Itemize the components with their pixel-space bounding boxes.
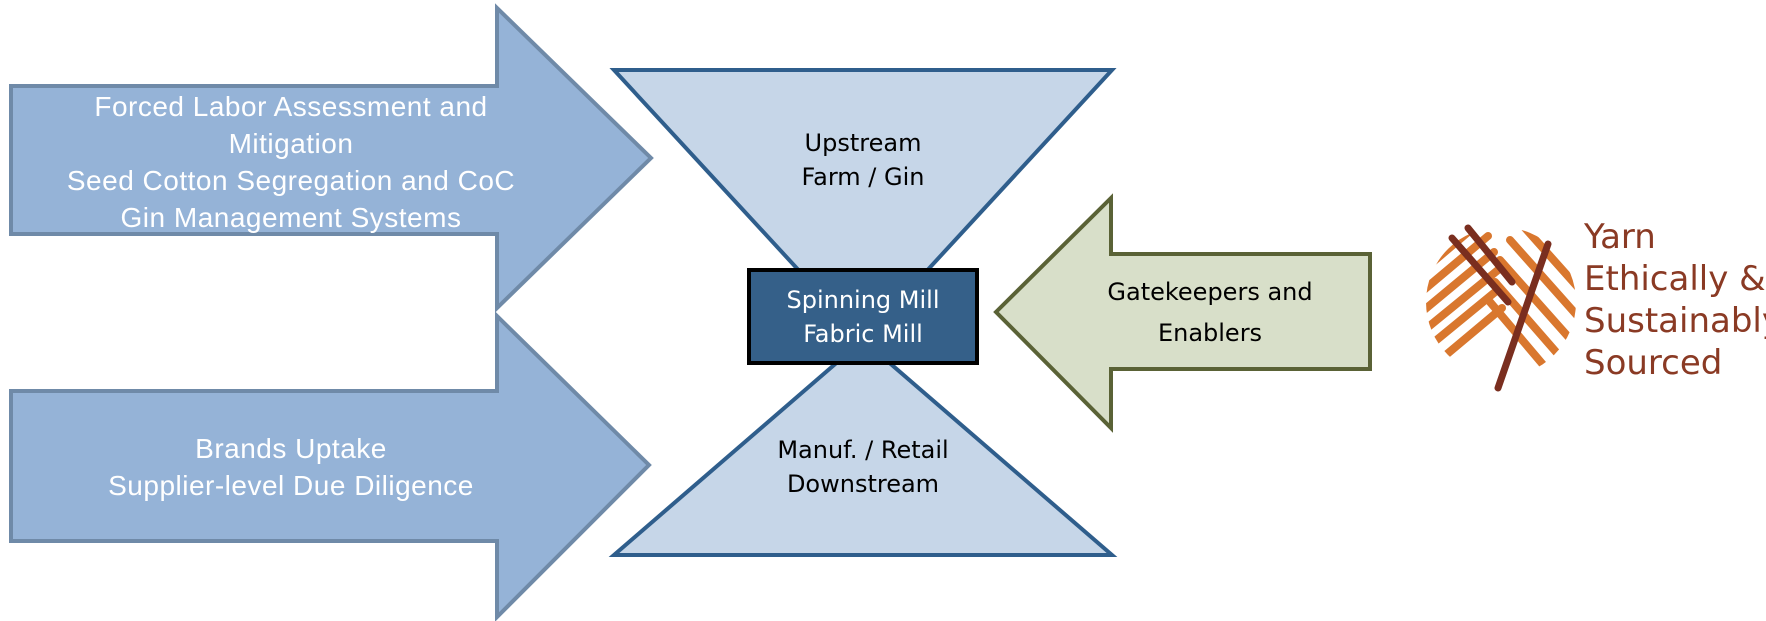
gatekeepers-line-2: Enablers <box>1158 319 1262 347</box>
gatekeepers-line-1: Gatekeepers and <box>1107 278 1312 306</box>
top-left-arrow-line-1: Forced Labor Assessment and <box>94 91 487 122</box>
gatekeepers-arrow-shape <box>993 193 1372 433</box>
center-box-line-2: Fabric Mill <box>803 320 923 348</box>
upstream-label-line-2: Farm / Gin <box>802 163 925 191</box>
yess-logo-mark <box>1426 224 1576 392</box>
bottom-left-arrow-line-2: Supplier-level Due Diligence <box>108 470 474 501</box>
spinning-fabric-mill-box <box>747 268 979 365</box>
bottom-left-arrow-line-1: Brands Uptake <box>195 433 387 464</box>
top-left-arrow-shape <box>9 3 654 313</box>
logo-text-line-1: Yarn <box>1583 217 1656 257</box>
top-left-arrow-line-4: Gin Management Systems <box>121 202 462 233</box>
bottom-left-arrow-shape <box>9 311 652 621</box>
logo-text-line-4: Sourced <box>1584 343 1722 383</box>
logo-text-line-3: Sustainably <box>1584 301 1766 341</box>
upstream-label-line-1: Upstream <box>805 129 922 157</box>
downstream-label-line-1: Manuf. / Retail <box>777 436 948 464</box>
top-left-arrow-line-3: Seed Cotton Segregation and CoC <box>67 165 515 196</box>
downstream-label-line-2: Downstream <box>787 470 939 498</box>
logo-text-line-2: Ethically & <box>1584 259 1766 299</box>
center-box-line-1: Spinning Mill <box>786 286 939 314</box>
downstream-triangle <box>608 337 1118 557</box>
top-left-arrow-line-2: Mitigation <box>229 128 354 159</box>
upstream-triangle <box>609 68 1117 343</box>
